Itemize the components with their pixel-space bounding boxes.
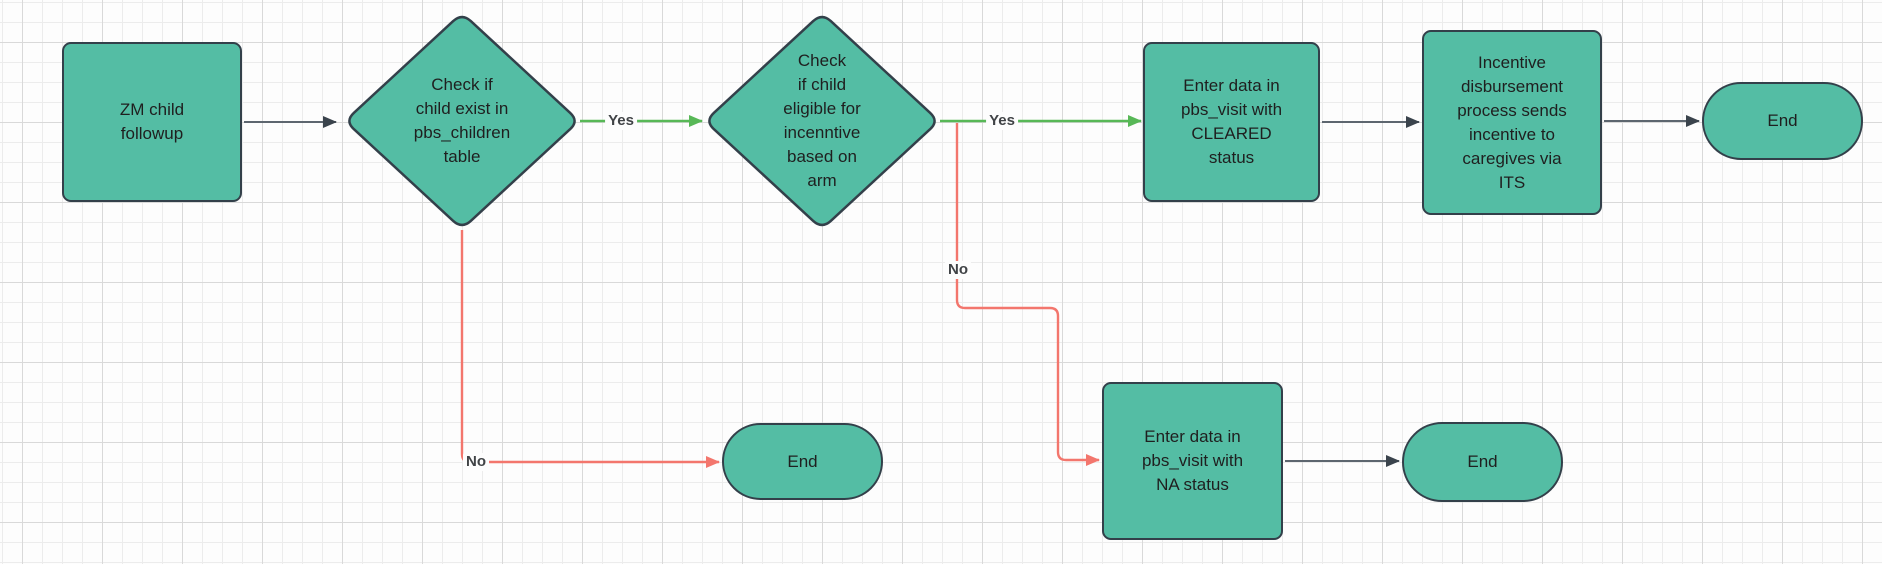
enter-cleared-node-label: Enter data in pbs_visit with CLEARED sta… <box>1180 76 1283 167</box>
end-node-bottom-right-label: End <box>1467 452 1498 471</box>
incentive-disbursement-node-label: Incentive disbursement process sends inc… <box>1457 52 1567 192</box>
end-node-top[interactable]: End <box>1702 82 1863 160</box>
edge-decision2-no[interactable] <box>955 123 1100 466</box>
decision-eligibility-shape[interactable] <box>708 15 936 227</box>
start-node-label: ZM child followup <box>119 100 185 143</box>
start-node[interactable]: ZM child followup <box>62 42 242 202</box>
end-node-bottom-left-label: End <box>787 451 818 471</box>
incentive-disbursement-node[interactable]: Incentive disbursement process sends inc… <box>1422 30 1602 215</box>
edge-decision1-no[interactable] <box>460 230 720 468</box>
end-node-bottom-right[interactable]: End <box>1402 422 1563 502</box>
enter-na-node[interactable]: Enter data in pbs_visit with NA status <box>1102 382 1283 540</box>
edge-label-decision1-no[interactable]: No <box>463 453 489 471</box>
edge-label-decision1-yes[interactable]: Yes <box>605 112 637 130</box>
end-node-top-label: End <box>1767 111 1798 130</box>
enter-cleared-node[interactable]: Enter data in pbs_visit with CLEARED sta… <box>1143 42 1320 202</box>
enter-na-node-label: Enter data in pbs_visit with NA status <box>1141 427 1244 494</box>
decision-child-exists-shape[interactable] <box>348 15 576 227</box>
end-node-bottom-left[interactable]: End <box>722 423 883 500</box>
edge-label-decision2-no[interactable]: No <box>945 261 971 279</box>
edge-label-decision2-yes[interactable]: Yes <box>986 112 1018 130</box>
